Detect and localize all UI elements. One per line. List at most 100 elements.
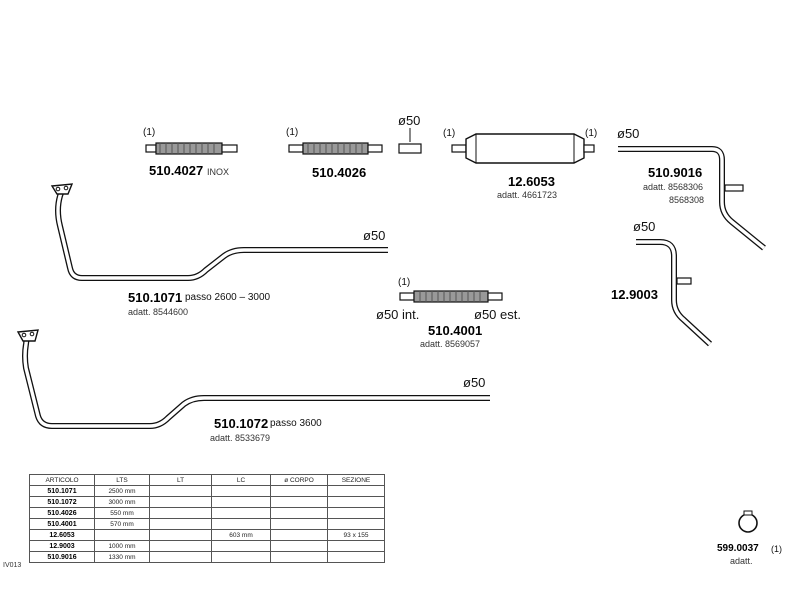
cell-sezione: 93 x 155	[327, 529, 385, 541]
cell-lt	[149, 518, 212, 530]
dia-510-1071: ø50	[363, 228, 386, 243]
cell-lt	[149, 551, 212, 563]
note2-510-9016: 8568308	[669, 195, 705, 205]
cell-lts	[94, 529, 150, 541]
code-12-6053: 12.6053	[508, 174, 555, 189]
cell-lc	[211, 496, 271, 508]
cell-corpo	[270, 551, 328, 563]
part-12-6053-drawing	[451, 133, 595, 164]
cell-lt	[149, 540, 212, 552]
code-510-1072: 510.1072	[214, 416, 269, 431]
suffix-510-4027: INOX	[207, 167, 230, 177]
cell-lt	[149, 529, 212, 541]
note-12-6053: adatt. 4661723	[497, 190, 558, 200]
cell-lts: 550 mm	[94, 507, 150, 519]
cell-corpo	[270, 529, 328, 541]
ref-left-12-6053: (1)	[443, 128, 456, 139]
code-510-4026: 510.4026	[312, 165, 367, 180]
ref-510-4026: (1)	[286, 127, 299, 138]
cell-corpo	[270, 496, 328, 508]
cell-lc	[211, 507, 271, 519]
code-510-4027: 510.4027	[149, 163, 204, 178]
note-510-4001: adatt. 8569057	[420, 339, 481, 349]
cell-lc	[211, 518, 271, 530]
table-row: 510.9016 1330 mm	[29, 551, 385, 563]
dia-510-9016: ø50	[617, 126, 640, 141]
code-599-0037: 599.0037	[717, 543, 759, 554]
cell-lts: 1000 mm	[94, 540, 150, 552]
cell-articolo: 510.4026	[29, 507, 95, 519]
cell-lc	[211, 551, 271, 563]
note1-510-9016: adatt. 8568306	[643, 182, 704, 192]
part-510-4026-drawing	[288, 142, 383, 155]
part-510-1072-drawing	[16, 329, 490, 429]
code-510-4001: 510.4001	[428, 323, 483, 338]
note-599-0037: adatt.	[730, 556, 753, 566]
note-510-1071: adatt. 8544600	[128, 307, 189, 317]
cell-lts: 2500 mm	[94, 485, 150, 497]
passo-510-1072: passo 3600	[270, 418, 322, 429]
ref-510-4027: (1)	[143, 127, 156, 138]
part-599-0037-drawing	[738, 510, 758, 533]
cell-articolo: 510.4001	[29, 518, 95, 530]
cell-lt	[149, 496, 212, 508]
col-lts: LTS	[94, 474, 150, 486]
ref-599-0037: (1)	[771, 544, 782, 554]
table-header-row: ARTICOLO LTS LT LC ø CORPO SEZIONE	[29, 474, 385, 486]
table-row: 510.1072 3000 mm	[29, 496, 385, 508]
cell-lt	[149, 485, 212, 497]
cell-corpo	[270, 485, 328, 497]
part-510-4001-drawing	[399, 290, 503, 303]
ref-right-12-6053: (1)	[585, 128, 598, 139]
cell-lt	[149, 507, 212, 519]
table-row: 510.1071 2500 mm	[29, 485, 385, 497]
cell-lc	[211, 540, 271, 552]
cell-corpo	[270, 518, 328, 530]
cell-sezione	[327, 507, 385, 519]
note-510-1072: adatt. 8533679	[210, 433, 271, 443]
dia-sleeve: ø50	[398, 113, 421, 128]
passo-510-1071: passo 2600 – 3000	[185, 292, 271, 303]
col-lt: LT	[149, 474, 212, 486]
dia-est-510-4001: ø50 est.	[474, 307, 521, 322]
col-lc: LC	[211, 474, 271, 486]
cell-articolo: 510.1072	[29, 496, 95, 508]
cell-sezione	[327, 518, 385, 530]
cell-articolo: 12.9003	[29, 540, 95, 552]
cell-sezione	[327, 551, 385, 563]
col-sezione: SEZIONE	[327, 474, 385, 486]
dia-12-9003: ø50	[633, 219, 656, 234]
cell-articolo: 12.6053	[29, 529, 95, 541]
dia-510-1072: ø50	[463, 375, 486, 390]
cell-lc: 603 mm	[211, 529, 271, 541]
side-code: IV013	[3, 562, 22, 569]
table-row: 12.6053 603 mm 93 x 155	[29, 529, 385, 541]
part-510-4027-drawing	[145, 142, 238, 155]
code-510-1071: 510.1071	[128, 290, 183, 305]
code-12-9003: 12.9003	[611, 287, 658, 302]
cell-lts: 3000 mm	[94, 496, 150, 508]
cell-lts: 1330 mm	[94, 551, 150, 563]
cell-sezione	[327, 540, 385, 552]
cell-articolo: 510.1071	[29, 485, 95, 497]
col-articolo: ARTICOLO	[29, 474, 95, 486]
table-row: 510.4001 570 mm	[29, 518, 385, 530]
code-510-9016: 510.9016	[648, 165, 703, 180]
spec-table: ARTICOLO LTS LT LC ø CORPO SEZIONE 510.1…	[29, 474, 385, 563]
part-510-9016-drawing	[618, 146, 766, 251]
sleeve-drawing	[398, 128, 422, 154]
cell-lts: 570 mm	[94, 518, 150, 530]
col-corpo: ø CORPO	[270, 474, 328, 486]
cell-lc	[211, 485, 271, 497]
cell-sezione	[327, 496, 385, 508]
part-12-9003-drawing	[636, 239, 713, 347]
part-510-1071-drawing	[50, 183, 388, 281]
ref-510-4001: (1)	[398, 277, 411, 288]
table-row: 510.4026 550 mm	[29, 507, 385, 519]
cell-articolo: 510.9016	[29, 551, 95, 563]
cell-corpo	[270, 507, 328, 519]
dia-int-510-4001: ø50 int.	[376, 307, 420, 322]
cell-sezione	[327, 485, 385, 497]
table-row: 12.9003 1000 mm	[29, 540, 385, 552]
